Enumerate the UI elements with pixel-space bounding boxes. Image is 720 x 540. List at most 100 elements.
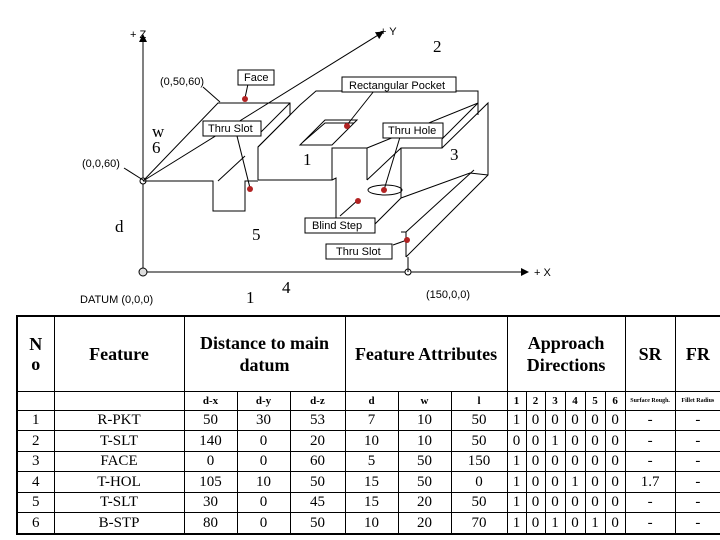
cell-dz: 20 (289, 430, 346, 452)
cell-dy: 0 (236, 491, 291, 514)
cell-dir-3: 1 (544, 512, 566, 535)
header-no: N o (16, 315, 55, 393)
cell-dir-1: 1 (506, 471, 527, 493)
feature-table: N o Feature Distance to main datum Featu… (16, 315, 720, 535)
cell-fr: - (674, 450, 720, 473)
cell-feature: T-SLT (53, 430, 185, 452)
block-outline (142, 90, 489, 272)
cell-dir-2: 0 (525, 430, 546, 452)
cell-w: 50 (397, 471, 452, 493)
label-face: Face (244, 72, 268, 84)
cell-sr: - (624, 491, 676, 514)
header-approach: Approach Directions (506, 315, 626, 393)
cell-no: 2 (16, 430, 55, 452)
y-axis (142, 31, 384, 182)
cell-feature: FACE (53, 450, 185, 473)
cell-dir-6: 0 (604, 409, 626, 432)
cell-no: 1 (16, 409, 55, 432)
leaders (123, 83, 408, 246)
cell-feature: B-STP (53, 512, 185, 535)
label-boxes (202, 69, 457, 260)
cell-l: 0 (450, 471, 508, 493)
cell-no: 5 (16, 491, 55, 514)
z-axis-label: + Z (130, 29, 146, 41)
cell-d: 7 (344, 409, 399, 432)
cell-dx: 50 (183, 409, 238, 432)
cell-l: 50 (450, 409, 508, 432)
cell-dz: 45 (289, 491, 346, 514)
cell-dir-5: 0 (584, 450, 606, 473)
num-6: 6 (152, 138, 161, 157)
cell-dir-2: 0 (525, 450, 546, 473)
cell-w: 20 (397, 512, 452, 535)
cell-dir-5: 0 (584, 409, 606, 432)
cell-dir-2: 0 (525, 491, 546, 514)
label-thru-slot-side: Thru Slot (336, 246, 381, 258)
cell-fr: - (674, 409, 720, 432)
cell-dir-6: 0 (604, 512, 626, 535)
sub-blank-no (16, 391, 55, 411)
cell-dy: 0 (236, 430, 291, 452)
cell-sr: - (624, 450, 676, 473)
coord-top-corner: (0,50,60) (160, 76, 204, 88)
cell-dir-2: 0 (525, 409, 546, 432)
sub-dir-1: 1 (506, 391, 527, 411)
sub-l: l (450, 391, 508, 411)
cell-feature: T-HOL (53, 471, 185, 493)
cell-dz: 50 (289, 512, 346, 535)
cell-dir-3: 0 (544, 471, 566, 493)
cell-dir-3: 1 (544, 430, 566, 452)
cell-w: 10 (397, 409, 452, 432)
cell-dir-5: 0 (584, 471, 606, 493)
cell-dz: 60 (289, 450, 346, 473)
header-feature: Feature (53, 315, 185, 393)
cell-dir-1: 1 (506, 450, 527, 473)
x-axis-label: + X (534, 267, 551, 279)
cell-dir-6: 0 (604, 450, 626, 473)
cell-l: 50 (450, 430, 508, 452)
label-rect-pocket: Rectangular Pocket (349, 80, 445, 92)
cell-feature: R-PKT (53, 409, 185, 432)
cell-d: 15 (344, 471, 399, 493)
cell-dx: 0 (183, 450, 238, 473)
cell-dir-6: 0 (604, 471, 626, 493)
num-3: 3 (450, 145, 459, 164)
cell-dir-3: 0 (544, 450, 566, 473)
cell-l: 70 (450, 512, 508, 535)
feature-markers (242, 96, 410, 243)
coord-x-end: (150,0,0) (426, 289, 470, 301)
cell-w: 20 (397, 491, 452, 514)
cell-no: 6 (16, 512, 55, 535)
cell-dx: 105 (183, 471, 238, 493)
cell-no: 3 (16, 450, 55, 473)
sub-d: d (344, 391, 399, 411)
cell-dir-1: 1 (506, 409, 527, 432)
cell-dir-4: 1 (564, 471, 586, 493)
header-distance: Distance to main datum (183, 315, 346, 393)
num-w: w (152, 122, 165, 141)
cell-dy: 0 (236, 450, 291, 473)
cell-dir-3: 0 (544, 409, 566, 432)
cell-dir-1: 1 (506, 512, 527, 535)
sub-blank-feature (53, 391, 185, 411)
label-blind-step: Blind Step (312, 220, 362, 232)
cell-dy: 30 (236, 409, 291, 432)
cell-dir-6: 0 (604, 491, 626, 514)
cell-d: 15 (344, 491, 399, 514)
label-thru-hole: Thru Hole (388, 125, 436, 137)
cell-w: 50 (397, 450, 452, 473)
coord-datum: DATUM (0,0,0) (80, 294, 153, 306)
sub-dz: d-z (289, 391, 346, 411)
cell-dz: 53 (289, 409, 346, 432)
cell-sr: 1.7 (624, 471, 676, 493)
cell-sr: - (624, 512, 676, 535)
cell-dir-4: 0 (564, 450, 586, 473)
cell-dx: 140 (183, 430, 238, 452)
